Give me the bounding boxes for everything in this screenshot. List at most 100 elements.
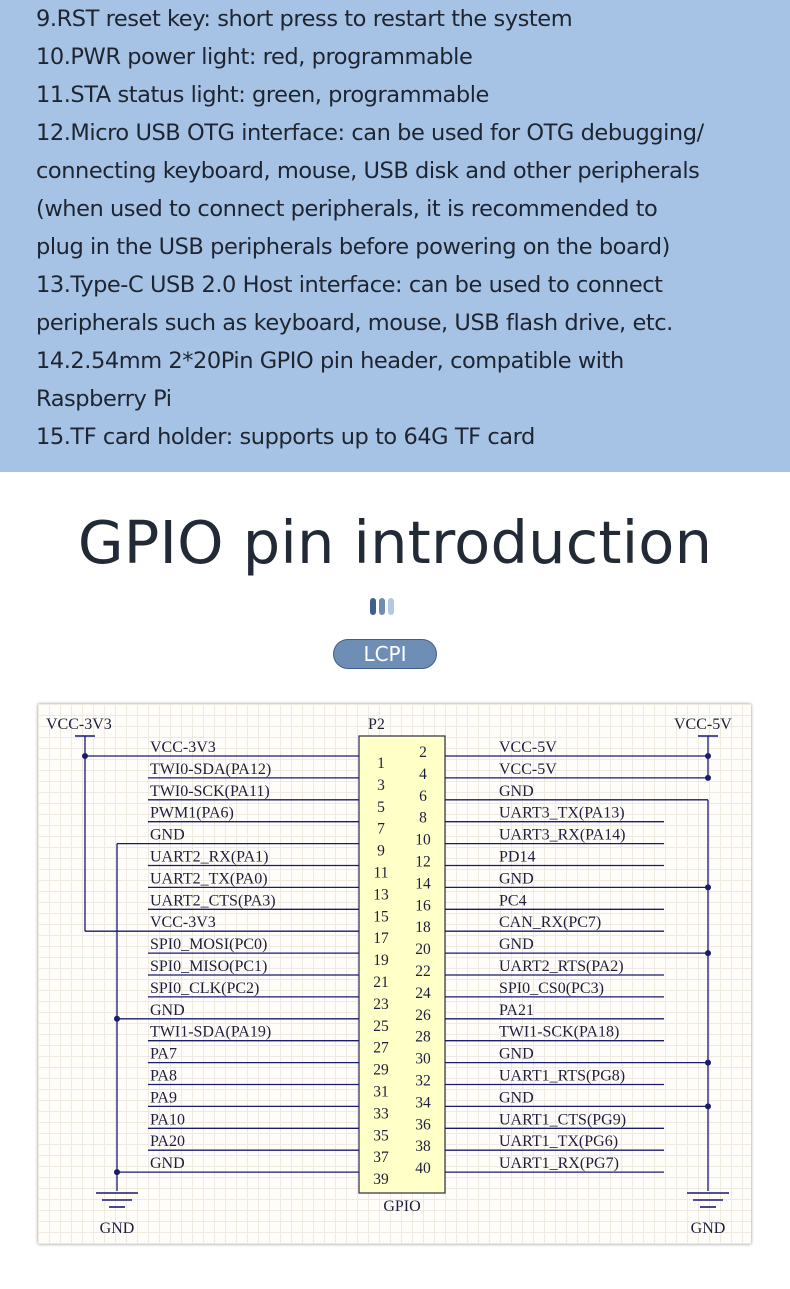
pin-label-left: PA7: [150, 1046, 177, 1063]
pin-label-right: GND: [499, 1046, 534, 1063]
pin-number-right: 2: [419, 744, 427, 761]
gpio-header-body: [358, 735, 446, 1194]
junction-dot: [705, 753, 711, 759]
pin-number-right: 10: [415, 832, 431, 849]
pin-label-left: PA20: [150, 1133, 185, 1150]
feature-line: 11.STA status light: green, programmable: [36, 82, 489, 108]
connector-ref-label: P2: [368, 716, 385, 733]
section-title: GPIO pin introduction: [77, 508, 713, 577]
pin-label-left: PWM1(PA6): [150, 805, 234, 822]
feature-line: 14.2.54mm 2*20Pin GPIO pin header, compa…: [36, 348, 624, 374]
pin-number-left: 39: [373, 1171, 389, 1188]
pin-number-right: 24: [415, 985, 431, 1002]
pin-number-left: 13: [373, 886, 389, 903]
ground-label-right: GND: [691, 1220, 726, 1237]
pin-label-left: PA9: [150, 1089, 177, 1106]
pin-number-left: 11: [374, 865, 389, 882]
pin-label-left: GND: [150, 1155, 185, 1172]
pin-number-left: 27: [373, 1040, 389, 1057]
junction-dot: [114, 1015, 120, 1022]
pin-number-left: 15: [373, 908, 389, 925]
bar-mid-icon: [379, 598, 385, 615]
feature-line: 10.PWR power light: red, programmable: [36, 44, 473, 70]
pin-label-left: UART2_TX(PA0): [150, 870, 268, 887]
left-supply-label: VCC-3V3: [46, 716, 112, 733]
pin-label-right: PC4: [499, 892, 527, 909]
feature-line: peripherals such as keyboard, mouse, USB…: [36, 310, 673, 336]
pin-label-right: VCC-5V: [499, 761, 557, 778]
pin-label-left: TWI0-SCK(PA11): [150, 783, 270, 800]
bar-dark-icon: [370, 598, 376, 615]
pin-number-right: 4: [419, 766, 427, 783]
pin-label-left: GND: [150, 1002, 185, 1019]
junction-dot: [705, 1059, 711, 1066]
pin-number-right: 12: [415, 854, 431, 871]
junction-dot: [705, 1103, 711, 1110]
pin-label-right: GND: [499, 1089, 534, 1106]
pin-number-right: 18: [415, 919, 431, 936]
pin-number-right: 8: [419, 810, 427, 827]
pin-number-left: 33: [373, 1105, 389, 1122]
feature-list: 9.RST reset key: short press to restart …: [36, 0, 781, 456]
feature-line: Raspberry Pi: [36, 386, 172, 412]
pin-label-right: UART2_RTS(PA2): [499, 958, 624, 975]
pin-label-right: UART1_RX(PG7): [499, 1155, 619, 1172]
pin-number-left: 3: [377, 777, 385, 794]
pin-label-right: GND: [499, 870, 534, 887]
pin-label-right: VCC-5V: [499, 739, 557, 756]
pin-label-right: UART1_TX(PG6): [499, 1133, 618, 1150]
pin-number-left: 23: [373, 996, 389, 1013]
pin-label-left: VCC-3V3: [150, 739, 216, 756]
pin-number-right: 26: [415, 1007, 431, 1024]
feature-line: 13.Type-C USB 2.0 Host interface: can be…: [36, 272, 663, 298]
pin-label-left: PA10: [150, 1111, 185, 1128]
pin-number-right: 6: [419, 788, 427, 805]
pin-number-left: 19: [373, 952, 389, 969]
pin-number-left: 29: [373, 1062, 389, 1079]
feature-line: plug in the USB peripherals before power…: [36, 234, 670, 260]
feature-line: (when used to connect peripherals, it is…: [36, 196, 658, 222]
pin-label-left: PA8: [150, 1068, 177, 1085]
right-supply-label: VCC-5V: [674, 716, 732, 733]
pin-number-left: 7: [377, 821, 385, 838]
pin-number-left: 9: [377, 843, 385, 860]
pin-number-right: 32: [415, 1073, 431, 1090]
pin-number-left: 37: [373, 1149, 389, 1166]
junction-dot: [114, 1169, 120, 1176]
pin-label-right: UART1_RTS(PG8): [499, 1068, 625, 1085]
pin-label-right: UART3_TX(PA13): [499, 805, 625, 822]
pin-number-left: 21: [373, 974, 389, 991]
pin-number-left: 35: [373, 1127, 389, 1144]
ground-label-left: GND: [100, 1220, 135, 1237]
pin-label-left: SPI0_MOSI(PC0): [150, 936, 267, 953]
pin-number-right: 36: [415, 1116, 431, 1133]
feature-line: connecting keyboard, mouse, USB disk and…: [36, 158, 700, 184]
junction-dot: [705, 774, 711, 781]
junction-dot: [705, 950, 711, 957]
pin-label-right: GND: [499, 936, 534, 953]
pin-number-left: 17: [373, 930, 389, 947]
feature-list-panel: 9.RST reset key: short press to restart …: [0, 0, 790, 472]
feature-line: 15.TF card holder: supports up to 64G TF…: [36, 424, 535, 450]
gpio-schematic-svg: P2GPIOVCC-3V31TWI0-SDA(PA12)3TWI0-SCK(PA…: [46, 716, 732, 1237]
pin-label-left: UART2_CTS(PA3): [150, 892, 276, 909]
feature-line: 12.Micro USB OTG interface: can be used …: [36, 120, 704, 146]
pin-label-right: PA21: [499, 1002, 534, 1019]
pin-number-left: 25: [373, 1018, 389, 1035]
pin-number-right: 28: [415, 1029, 431, 1046]
pin-label-right: CAN_RX(PC7): [499, 914, 601, 931]
pin-number-right: 16: [415, 897, 431, 914]
pin-number-right: 22: [415, 963, 431, 980]
pin-number-left: 5: [377, 799, 385, 816]
pin-number-right: 30: [415, 1051, 431, 1068]
bars-decoration-icon: [370, 598, 402, 615]
pin-label-right: TWI1-SCK(PA18): [499, 1024, 619, 1041]
pin-number-right: 20: [415, 941, 431, 958]
pin-label-left: SPI0_MISO(PC1): [150, 958, 267, 975]
pin-label-right: UART1_CTS(PG9): [499, 1111, 626, 1128]
pin-label-right: PD14: [499, 849, 535, 866]
feature-line: 9.RST reset key: short press to restart …: [36, 6, 573, 32]
pin-label-left: SPI0_CLK(PC2): [150, 980, 259, 997]
junction-dot: [82, 753, 88, 759]
